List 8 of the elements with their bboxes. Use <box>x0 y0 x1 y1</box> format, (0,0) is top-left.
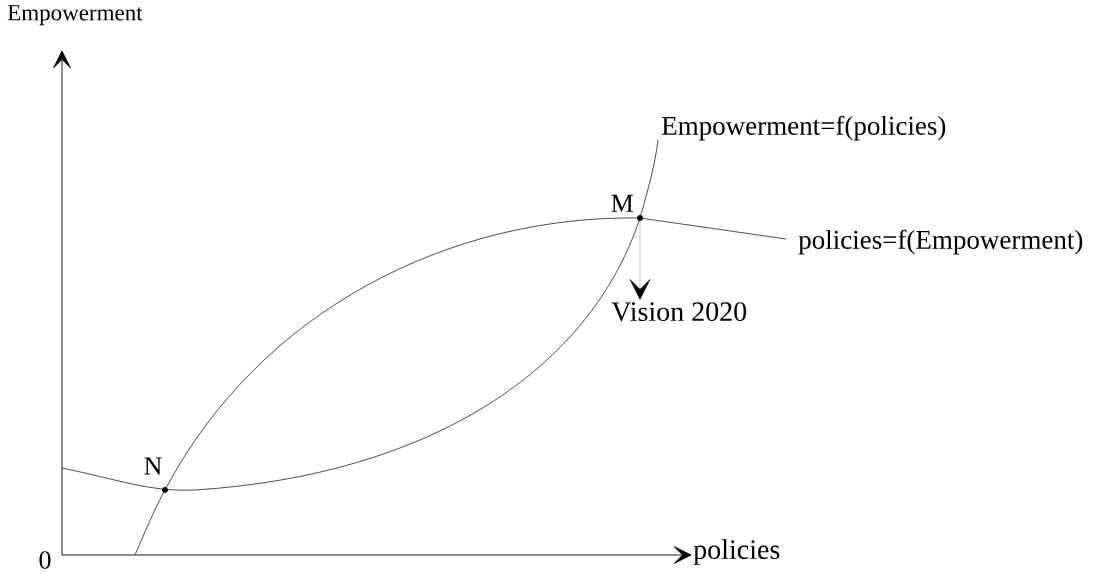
text-label: policies <box>693 539 780 565</box>
text-label: Vision 2020 <box>611 302 747 322</box>
text-label: Empowerment <box>7 5 143 26</box>
text-label: N <box>144 457 162 475</box>
text-label: Empowerment=f(policies) <box>662 115 946 141</box>
text-label: 0 <box>39 551 51 569</box>
point-label: M <box>611 194 634 212</box>
text-label: policies=f(Empowerment) <box>798 229 1083 255</box>
